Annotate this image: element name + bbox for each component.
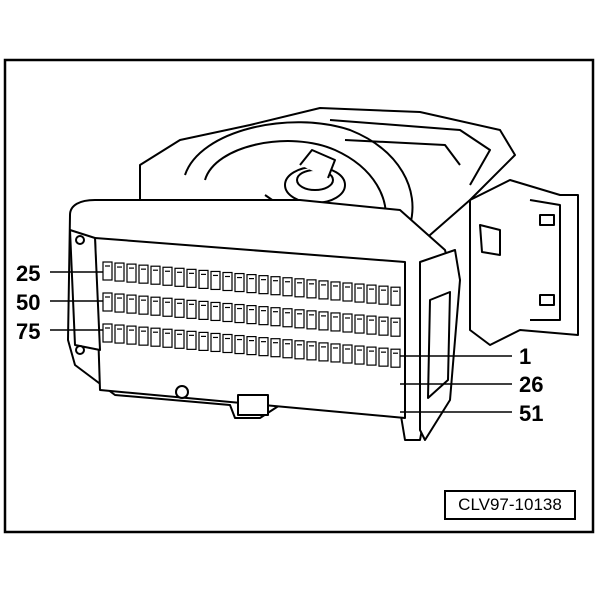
pin-cavity (246, 274, 257, 294)
pin-cavity (102, 323, 113, 343)
pin-cavity (114, 293, 125, 313)
pin-cavity (198, 331, 209, 351)
pin-cavity (102, 261, 113, 281)
pin-label-1: 1 (519, 344, 532, 369)
pin-cavity (294, 278, 305, 298)
pin-cavity (186, 299, 197, 319)
pin-cavity (234, 334, 245, 355)
pin-cavity (390, 317, 401, 337)
pin-row-top (102, 261, 401, 306)
pin-cavity (150, 265, 161, 285)
pin-cavity (186, 330, 197, 350)
pin-cavity (174, 298, 185, 318)
pin-label-25: 25 (16, 261, 41, 286)
pin-cavity (354, 283, 365, 303)
pin-row-middle (102, 292, 401, 337)
pin-cavity (162, 266, 173, 286)
pin-cavity (306, 341, 317, 361)
pin-cavity (306, 310, 317, 330)
pin-cavity (126, 263, 137, 283)
pin-cavity (174, 267, 185, 287)
pin-cavity (246, 305, 257, 325)
pin-cavity (186, 268, 197, 288)
pin-cavity (330, 312, 341, 332)
pin-cavity (318, 342, 329, 362)
pin-cavity (210, 270, 221, 291)
pin-cavity (198, 269, 209, 289)
pin-cavity (390, 348, 401, 368)
pin-cavity (198, 300, 209, 320)
pin-rows (102, 261, 401, 368)
pin-cavity (294, 309, 305, 329)
pin-cavity (318, 311, 329, 331)
pin-cavity (378, 285, 389, 305)
pin-cavity (246, 336, 257, 356)
pin-cavity (234, 303, 245, 324)
pin-cavity (282, 308, 293, 328)
leader-lines (50, 271, 512, 413)
pin-cavity (114, 262, 125, 282)
reference-code: CLV97-10138 (458, 495, 562, 514)
pin-cavity (102, 292, 113, 312)
pin-label-26: 26 (519, 372, 544, 397)
pin-label-75: 75 (16, 319, 41, 344)
pin-cavity (318, 280, 329, 300)
pin-cavity (126, 294, 137, 314)
pin-label-50: 50 (16, 290, 41, 315)
pin-cavity (162, 297, 173, 317)
pin-cavity (270, 276, 281, 296)
pin-cavity (138, 295, 149, 315)
pin-cavity (114, 324, 125, 344)
pin-cavity (162, 328, 173, 348)
pin-row-bottom (102, 323, 401, 368)
diagram-border (3, 58, 595, 534)
pin-cavity (342, 282, 353, 302)
pin-cavity (366, 315, 377, 335)
pin-cavity (330, 343, 341, 363)
pin-cavity (210, 332, 221, 353)
pin-cavity (150, 296, 161, 316)
pin-cavity (222, 302, 233, 323)
pin-cavity (270, 338, 281, 358)
pin-label-51: 51 (519, 401, 544, 426)
pin-cavity (222, 333, 233, 354)
pin-cavity (258, 306, 269, 326)
pin-cavity (342, 313, 353, 333)
pin-cavity (270, 307, 281, 327)
pin-cavity (390, 286, 401, 306)
pin-cavity (138, 326, 149, 346)
pin-cavity (354, 345, 365, 365)
pin-cavity (210, 301, 221, 322)
pin-cavity (342, 344, 353, 364)
pin-cavity (222, 271, 233, 292)
reference-code-box: CLV97-10138 (444, 490, 576, 520)
pin-cavity (234, 272, 245, 293)
pin-cavity (282, 277, 293, 297)
pin-cavity (366, 284, 377, 304)
pin-cavity (378, 347, 389, 367)
pin-cavity (126, 325, 137, 345)
pin-cavity (282, 339, 293, 359)
pin-cavity (150, 327, 161, 347)
pin-cavity (366, 346, 377, 366)
pin-cavity (306, 279, 317, 299)
pin-cavity (138, 264, 149, 284)
pin-cavity (258, 275, 269, 295)
pin-cavity (378, 316, 389, 336)
pin-cavity (354, 314, 365, 334)
pin-cavity (258, 337, 269, 357)
pin-cavity (174, 329, 185, 349)
pin-cavity (294, 340, 305, 360)
pin-cavity (330, 281, 341, 301)
